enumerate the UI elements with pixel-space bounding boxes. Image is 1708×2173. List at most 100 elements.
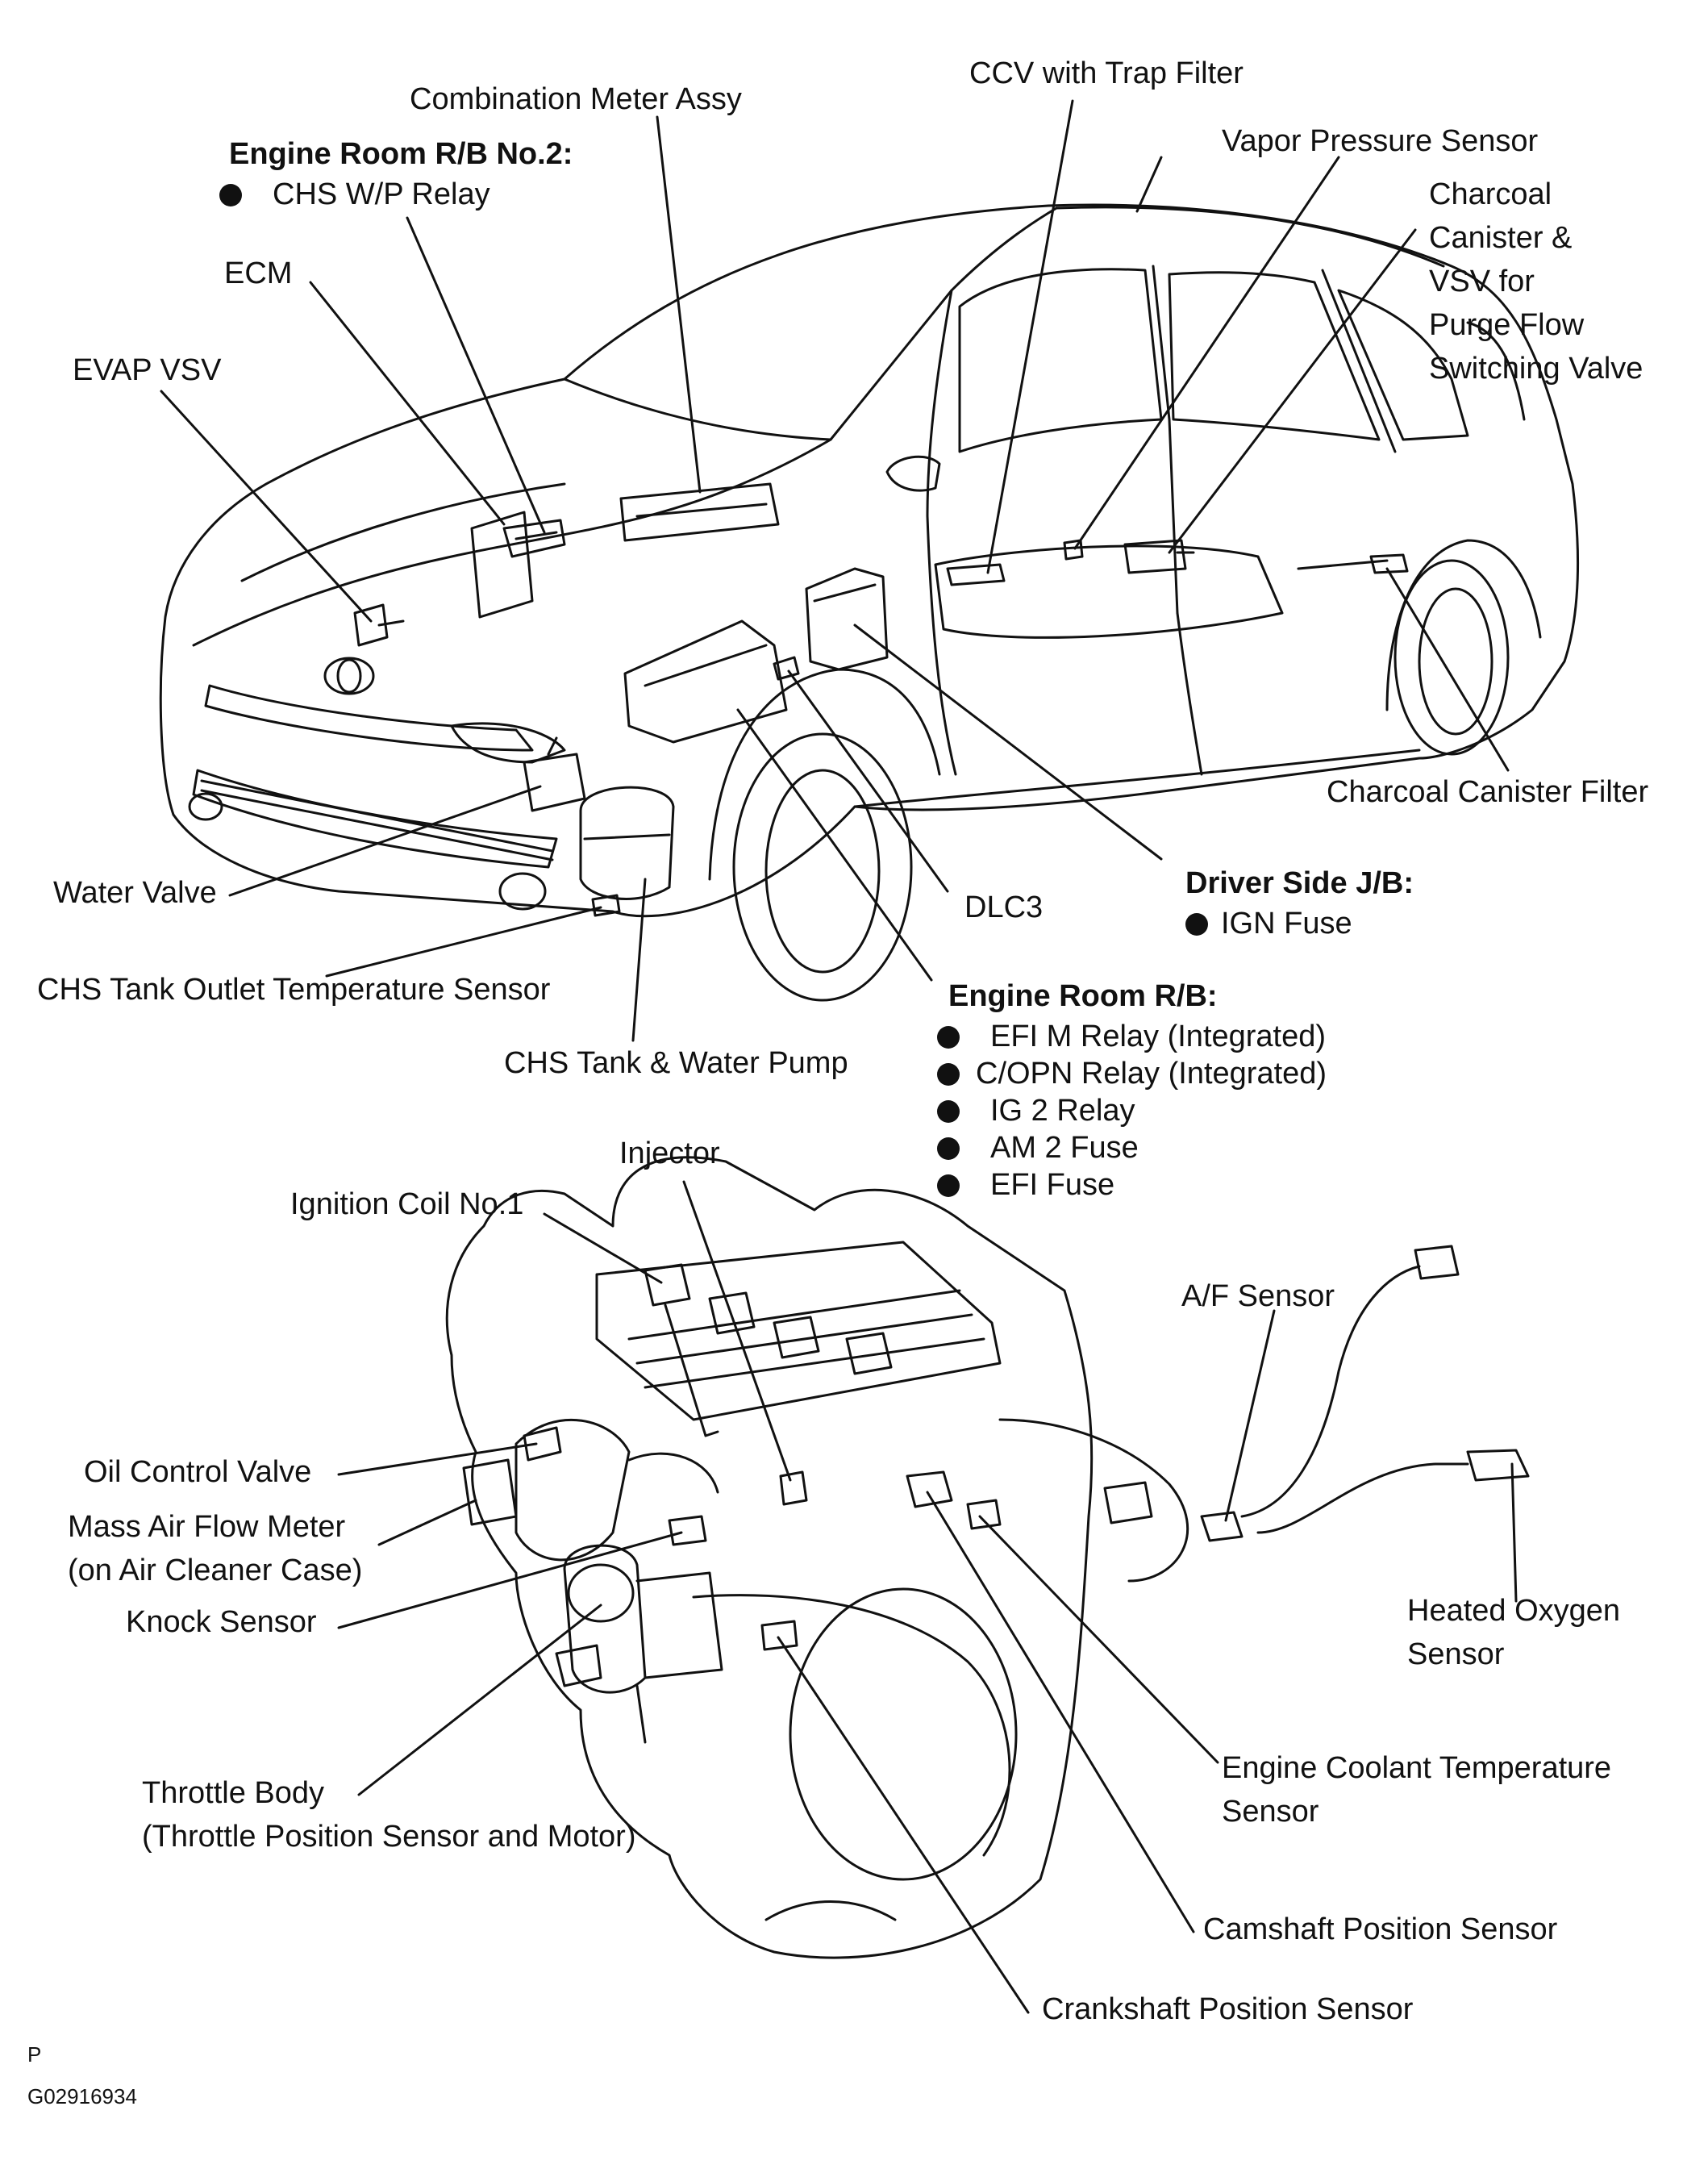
- fuel-tank: [934, 544, 1284, 639]
- toyota-emblem-inner: [336, 658, 362, 694]
- hood-edge: [192, 438, 832, 647]
- ignition-coil-2: [708, 1291, 756, 1335]
- group-engine-room-rb-no2: Engine Room R/B No.2: CHS W/P Relay: [219, 132, 573, 213]
- leader-coolant-temp: [978, 1515, 1219, 1764]
- fog-lamp-right: [188, 792, 223, 821]
- rear-wheel-arch: [1385, 539, 1542, 711]
- bullet-dot-icon: [937, 1026, 960, 1049]
- door-line: [926, 515, 957, 776]
- headlamp: [450, 722, 566, 764]
- engine-illustration: [445, 1156, 1530, 1959]
- label-ccv-trap-filter: CCV with Trap Filter: [969, 56, 1244, 90]
- front-wheel-rim: [764, 769, 881, 974]
- label-camshaft-position-sensor: Camshaft Position Sensor: [1203, 1912, 1558, 1946]
- leader-ignition-coil: [543, 1212, 663, 1284]
- label-line: (on Air Cleaner Case): [68, 1554, 363, 1587]
- leader-canister-filter: [1385, 567, 1510, 772]
- bullet-dot-icon: [1185, 913, 1208, 936]
- throttle-body-part: [563, 1544, 723, 1694]
- throttle-bore: [567, 1563, 635, 1623]
- driver-jb-box: [805, 567, 889, 671]
- label-chs-tank-water-pump: CHS Tank & Water Pump: [504, 1046, 848, 1080]
- car-illustration: [159, 156, 1580, 1002]
- leader-water-valve: [228, 785, 542, 897]
- coolant-temp-sensor-part: [966, 1499, 1002, 1530]
- leader-mass-air-flow: [377, 1499, 477, 1546]
- item-text: IG 2 Relay: [990, 1094, 1135, 1128]
- label-throttle-body: Throttle Body (Throttle Position Sensor …: [142, 1771, 636, 1858]
- canister-filter-part: [1297, 553, 1409, 574]
- label-crankshaft-position-sensor: Crankshaft Position Sensor: [1042, 1992, 1414, 2026]
- upper-grille: [204, 684, 534, 752]
- af-connector: [1414, 1245, 1460, 1280]
- rear-wheel-rim: [1418, 587, 1493, 736]
- label-line: Sensor: [1407, 1637, 1505, 1671]
- front-wheel-arch: [708, 668, 941, 881]
- label-line: (Throttle Position Sensor and Motor): [142, 1820, 636, 1854]
- injector-part: [779, 1470, 808, 1506]
- antenna: [1135, 156, 1163, 213]
- label-oil-control-valve: Oil Control Valve: [84, 1455, 312, 1489]
- ho2-harness: [1256, 1462, 1469, 1534]
- leader-knock-sensor: [337, 1531, 683, 1629]
- exhaust-manifold: [998, 1418, 1189, 1583]
- rocker-line: [853, 749, 1421, 808]
- bullet-dot-icon: [937, 1100, 960, 1123]
- intake-manifold: [514, 1418, 719, 1562]
- water-valve-part: [523, 736, 586, 812]
- bullet-dot-icon: [937, 1137, 960, 1160]
- leader-af-sensor: [1224, 1309, 1276, 1522]
- engine-block-detail: [692, 1594, 1011, 1921]
- item-text: EFI M Relay (Integrated): [990, 1020, 1327, 1053]
- side-mirror: [885, 455, 941, 492]
- label-injector: Injector: [619, 1137, 720, 1170]
- label-combination-meter: Combination Meter Assy: [410, 82, 742, 116]
- leader-lines: [160, 99, 1518, 2014]
- crankshaft-sensor-part: [760, 1620, 798, 1651]
- rear-wheel: [1393, 559, 1510, 756]
- label-engine-coolant-temp-sensor: Engine Coolant Temperature Sensor: [1222, 1746, 1611, 1833]
- tps-connector: [555, 1644, 647, 1744]
- evap-vsv-part: [353, 603, 405, 647]
- vapor-pressure-sensor-part: [1063, 539, 1084, 561]
- ccv-trap-filter-part: [946, 563, 1006, 586]
- group-heading: Driver Side J/B:: [1185, 866, 1414, 900]
- combination-meter-part: [619, 482, 780, 542]
- label-charcoal-canister-vsv: Charcoal Canister & VSV for Purge Flow S…: [1429, 173, 1643, 390]
- leader-combination-meter: [656, 115, 702, 494]
- chs-tank-pump-part: [579, 786, 675, 900]
- hood-crease: [240, 482, 566, 582]
- front-wheel: [732, 732, 913, 1002]
- fog-lamp-left: [498, 872, 547, 911]
- leader-crankshaft: [777, 1636, 1030, 2014]
- bullet-dot-icon: [937, 1174, 960, 1197]
- group-engine-room-rb: Engine Room R/B: EFI M Relay (Integrated…: [937, 974, 1327, 1203]
- side-window-rear: [1168, 271, 1381, 441]
- label-line: Purge Flow: [1429, 308, 1585, 342]
- leader-ccv: [986, 99, 1074, 574]
- leader-chs-wp-relay: [406, 216, 546, 534]
- group-heading: Engine Room R/B:: [948, 979, 1218, 1013]
- transaxle-housing: [789, 1587, 1018, 1881]
- af-sensor-harness: [1240, 1265, 1421, 1518]
- group-item: IGN Fuse: [1185, 905, 1414, 942]
- engine-room-rb-box: [623, 619, 788, 744]
- label-chs-tank-outlet-temp-sensor: CHS Tank Outlet Temperature Sensor: [37, 973, 551, 1007]
- group-item: CHS W/P Relay: [219, 176, 573, 213]
- label-evap-vsv: EVAP VSV: [73, 353, 222, 387]
- label-line: Throttle Body: [142, 1776, 324, 1810]
- label-vapor-pressure-sensor: Vapor Pressure Sensor: [1222, 124, 1539, 158]
- item-text: AM 2 Fuse: [990, 1131, 1139, 1165]
- ho2-sensor-part: [1466, 1449, 1530, 1482]
- mass-air-flow-meter-part: [462, 1458, 518, 1526]
- leader-charcoal-canister: [1168, 228, 1417, 554]
- group-item: AM 2 Fuse: [937, 1129, 1327, 1166]
- lower-grille-slats: [200, 779, 554, 861]
- lower-grille: [192, 769, 558, 869]
- label-ignition-coil: Ignition Coil No.1: [290, 1187, 524, 1221]
- toyota-emblem: [323, 657, 375, 695]
- group-heading: Engine Room R/B No.2:: [229, 137, 573, 171]
- label-ecm: ECM: [224, 257, 293, 290]
- ignition-coil-4: [845, 1332, 893, 1375]
